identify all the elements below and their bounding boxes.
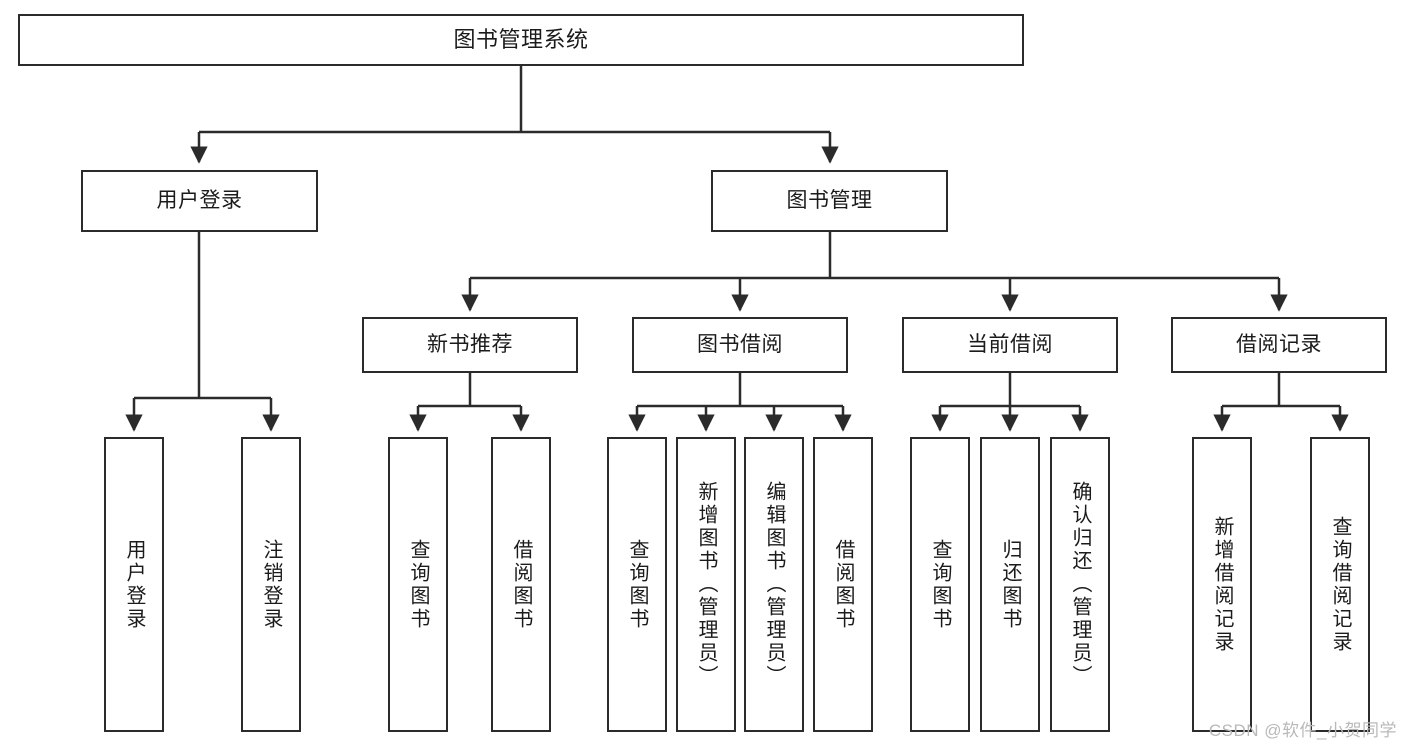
node-label: 用户登录: [156, 188, 243, 212]
leaf-node-borrow-book-recommendation[interactable]: 借阅图书: [491, 437, 551, 732]
leaf-node-user-logout[interactable]: 注销登录: [241, 437, 301, 732]
node-label: 借阅记录: [1236, 332, 1322, 356]
leaf-node-query-borrowing-record[interactable]: 查询借阅记录: [1310, 437, 1370, 732]
node-book-management[interactable]: 图书管理: [711, 170, 948, 232]
leaf-node-query-book-borrowing[interactable]: 查询图书: [607, 437, 667, 732]
node-new-book-recommendation[interactable]: 新书推荐: [362, 317, 578, 373]
node-label: 新增图书（管理员）: [695, 481, 717, 688]
leaf-node-query-book-current[interactable]: 查询图书: [910, 437, 970, 732]
node-label: 新书推荐: [427, 332, 513, 356]
node-label: 当前借阅: [967, 332, 1053, 356]
node-label: 编辑图书（管理员）: [763, 481, 785, 688]
node-label: 借阅图书: [832, 538, 854, 631]
leaf-node-return-book[interactable]: 归还图书: [980, 437, 1040, 732]
node-label: 查询图书: [929, 538, 951, 631]
node-label: 注销登录: [260, 538, 282, 631]
node-label: 查询图书: [626, 538, 648, 631]
node-label: 用户登录: [123, 538, 145, 631]
node-user-login[interactable]: 用户登录: [81, 170, 318, 232]
node-label: 图书管理系统: [453, 27, 589, 53]
leaf-node-edit-book-admin[interactable]: 编辑图书（管理员）: [744, 437, 804, 732]
node-label: 查询借阅记录: [1329, 515, 1351, 654]
node-label: 确认归还（管理员）: [1069, 481, 1091, 688]
node-label: 新增借阅记录: [1211, 515, 1233, 654]
node-label: 图书管理: [786, 188, 873, 212]
node-label: 查询图书: [407, 538, 429, 631]
leaf-node-query-book-recommendation[interactable]: 查询图书: [388, 437, 448, 732]
node-book-borrowing[interactable]: 图书借阅: [632, 317, 848, 373]
node-borrowing-records[interactable]: 借阅记录: [1171, 317, 1387, 373]
leaf-node-borrow-book-borrowing[interactable]: 借阅图书: [813, 437, 873, 732]
node-label: 归还图书: [999, 538, 1021, 631]
csdn-watermark: CSDN @软件_小贺同学: [1208, 721, 1397, 740]
node-current-borrowing[interactable]: 当前借阅: [902, 317, 1118, 373]
node-label: 借阅图书: [510, 538, 532, 631]
leaf-node-user-login[interactable]: 用户登录: [104, 437, 164, 732]
leaf-node-add-borrowing-record[interactable]: 新增借阅记录: [1192, 437, 1252, 732]
leaf-node-add-book-admin[interactable]: 新增图书（管理员）: [676, 437, 736, 732]
leaf-node-confirm-return-admin[interactable]: 确认归还（管理员）: [1050, 437, 1110, 732]
node-root-book-management-system[interactable]: 图书管理系统: [18, 14, 1024, 66]
node-label: 图书借阅: [697, 332, 783, 356]
